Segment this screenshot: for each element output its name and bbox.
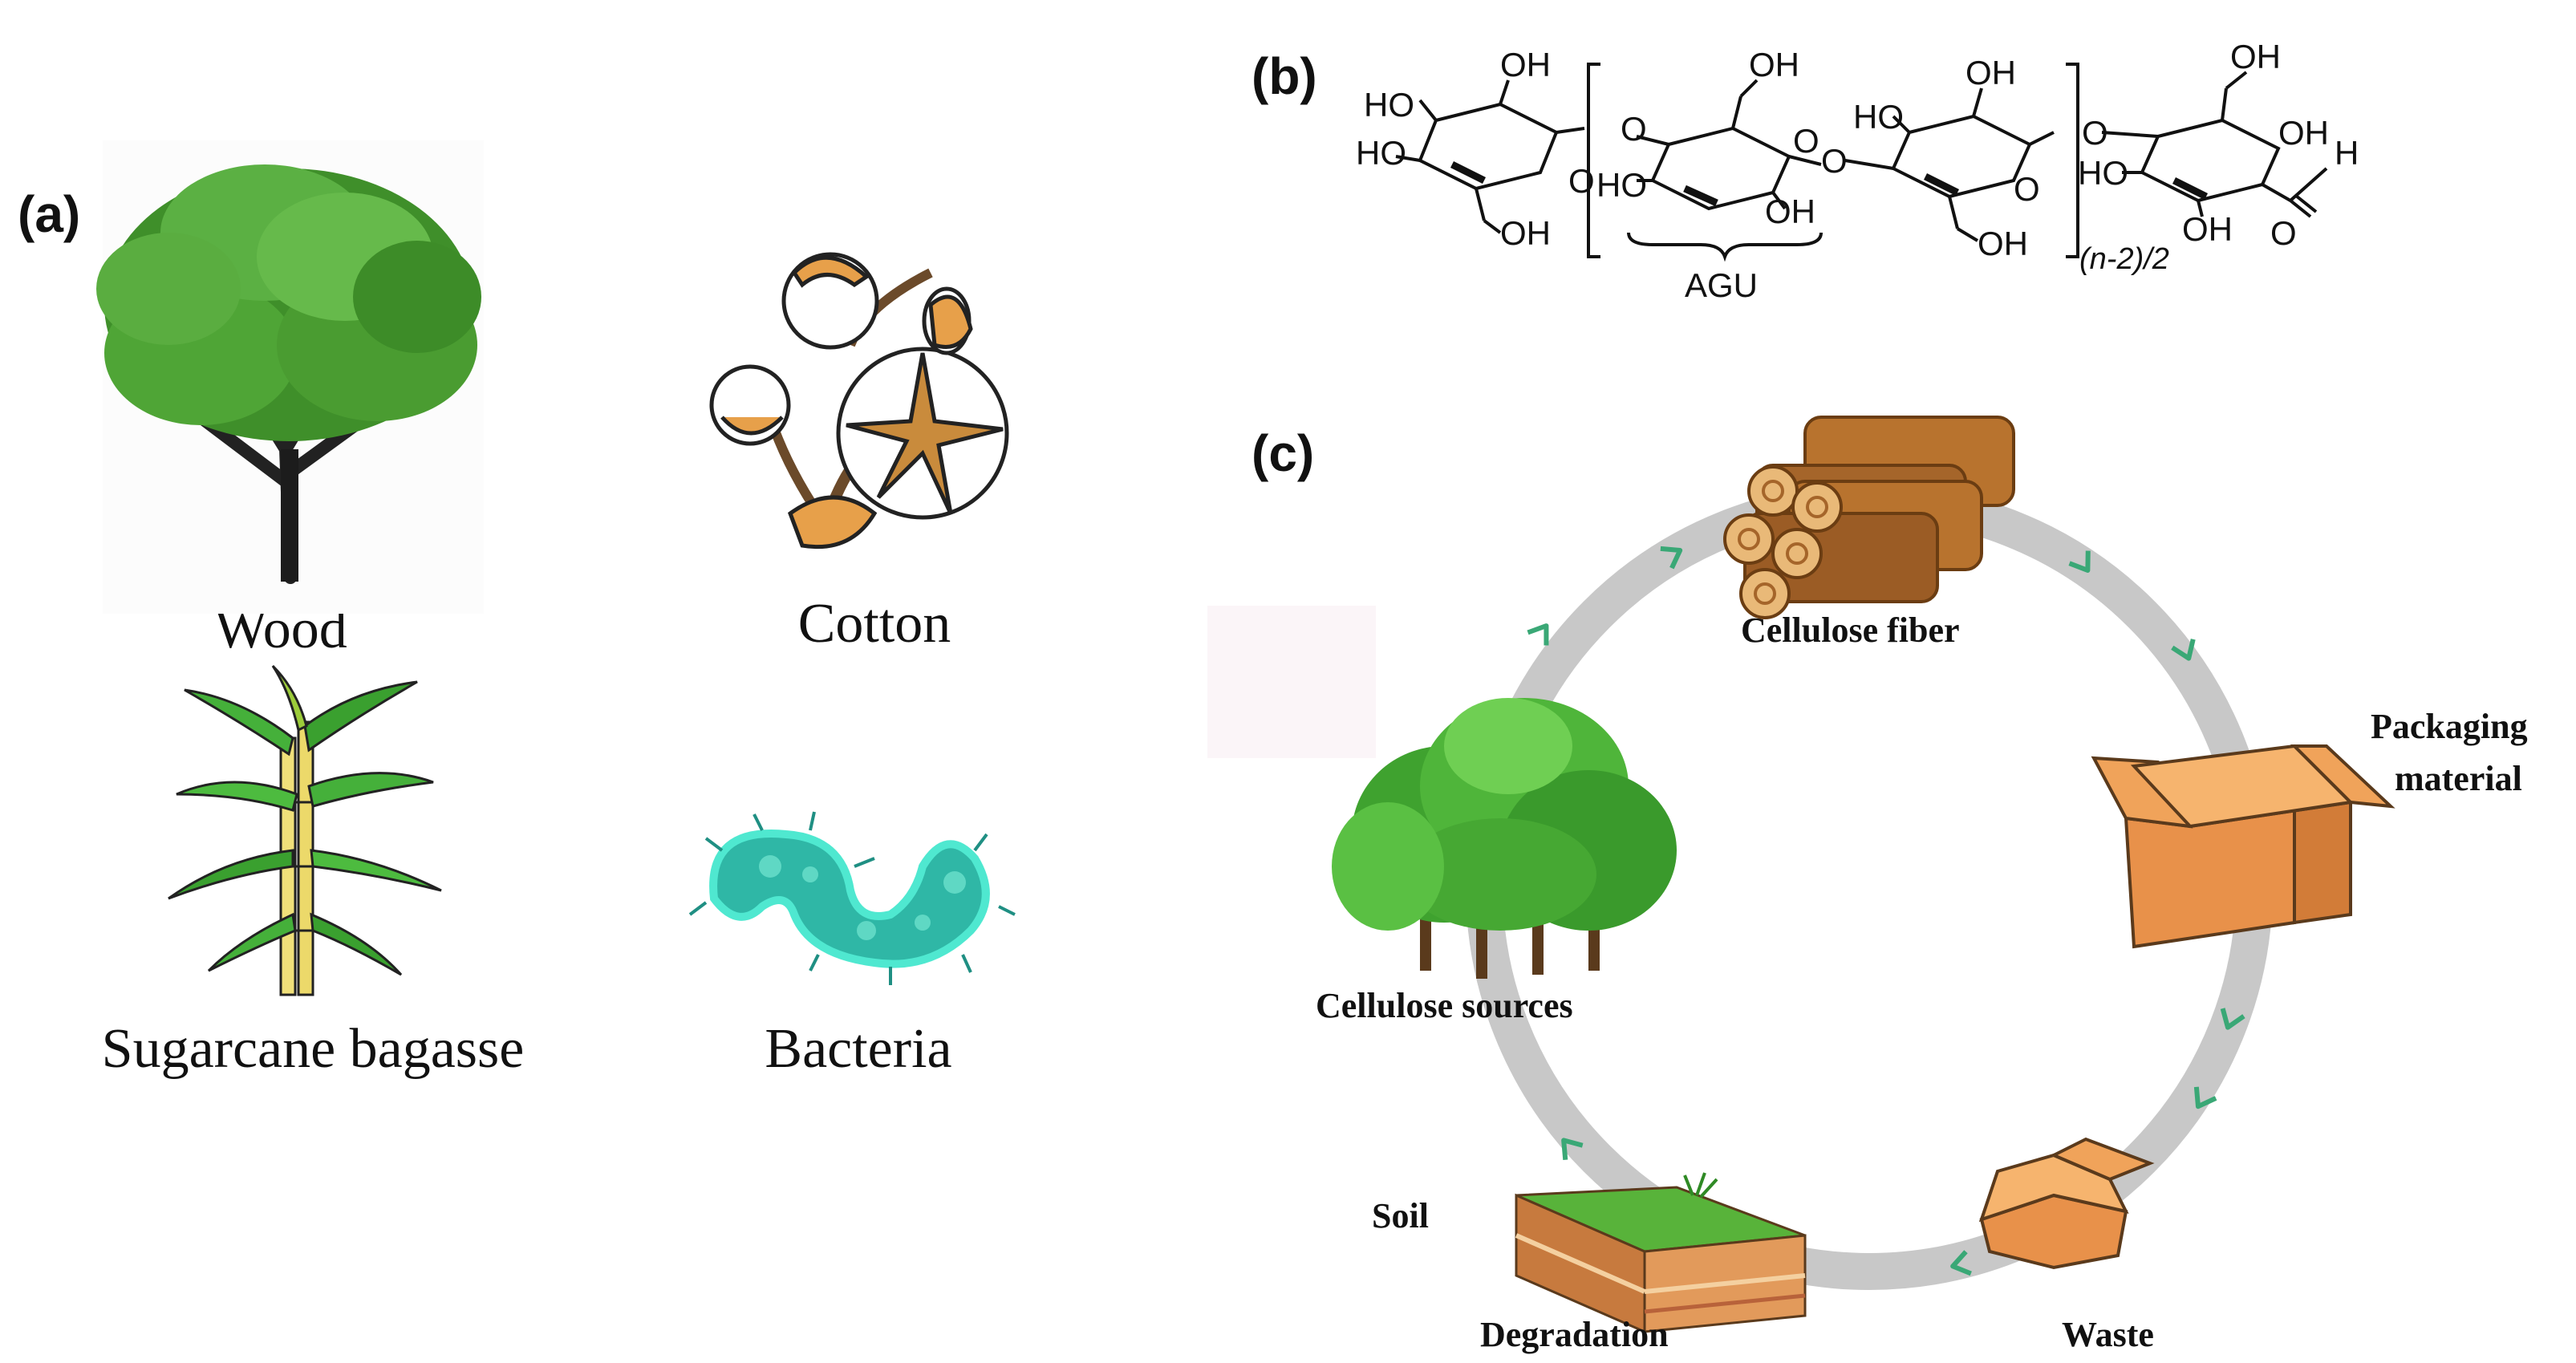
trees-icon bbox=[1332, 698, 1677, 979]
chevron-icon bbox=[2193, 1086, 2217, 1109]
stage-label-soil: Soil bbox=[1372, 1196, 1429, 1235]
source-label-bacteria: Bacteria bbox=[765, 1018, 952, 1080]
ring-oxygen: O bbox=[1793, 122, 1819, 160]
chevron-icon bbox=[2220, 1008, 2245, 1030]
source-label-cotton: Cotton bbox=[797, 593, 951, 655]
panel-b-label: (b) bbox=[1251, 47, 1317, 105]
group-oh: OH bbox=[1749, 46, 1799, 83]
chevron-icon bbox=[2068, 550, 2091, 573]
soil-block-icon bbox=[1515, 1172, 1807, 1334]
stage-label-cellulose-sources: Cellulose sources bbox=[1316, 986, 1573, 1025]
bacteria-icon bbox=[688, 811, 1016, 985]
aldehyde-hydrogen: H bbox=[2335, 134, 2359, 172]
group-ho: HO bbox=[1596, 166, 1647, 204]
chevron-icon bbox=[1950, 1250, 1972, 1276]
panel-c-label: (c) bbox=[1251, 424, 1315, 482]
tree-icon bbox=[96, 140, 484, 614]
group-oh: OH bbox=[1500, 214, 1551, 252]
background-patch bbox=[1207, 606, 1376, 758]
bridge-oxygen: O bbox=[1621, 110, 1647, 148]
log-stack-icon bbox=[1723, 416, 2015, 619]
group-oh: OH bbox=[2230, 38, 2281, 75]
stage-label-waste: Waste bbox=[2062, 1315, 2154, 1354]
chevron-icon bbox=[2171, 639, 2196, 661]
group-ho: HO bbox=[1853, 98, 1904, 136]
group-oh: OH bbox=[1965, 54, 2016, 91]
chevron-icon bbox=[1561, 1138, 1584, 1160]
sugarcane-icon bbox=[168, 664, 442, 996]
crushed-box-icon bbox=[1978, 1137, 2155, 1270]
group-oh: OH bbox=[1978, 225, 2028, 262]
bridge-oxygen: O bbox=[1821, 142, 1848, 180]
group-oh: OH bbox=[2182, 210, 2233, 248]
stage-label-cellulose-fiber: Cellulose fiber bbox=[1741, 611, 1960, 650]
cardboard-box-icon bbox=[2091, 744, 2395, 949]
ring-oxygen: O bbox=[2014, 170, 2040, 208]
stage-label-material: material bbox=[2395, 759, 2522, 798]
structure-labels: HO HO OH OH O O OH HO OH O O HO OH OH O … bbox=[1356, 38, 2359, 304]
aldehyde-oxygen: O bbox=[2270, 214, 2297, 252]
panel-a-label: (a) bbox=[18, 185, 81, 243]
group-ho: HO bbox=[1364, 86, 1414, 124]
group-ho: HO bbox=[1356, 134, 1406, 172]
source-label-sugarcane-bagasse: Sugarcane bagasse bbox=[101, 1018, 525, 1080]
group-oh: OH bbox=[2278, 114, 2329, 152]
chevron-icon bbox=[1660, 546, 1683, 570]
agu-label: AGU bbox=[1685, 266, 1758, 304]
stage-label-packaging: Packaging bbox=[2371, 707, 2528, 746]
group-oh: OH bbox=[1500, 46, 1551, 83]
cotton-icon bbox=[709, 252, 1009, 550]
group-ho: HO bbox=[2078, 154, 2128, 192]
chevron-icon bbox=[1527, 623, 1549, 646]
ring-oxygen: O bbox=[1568, 162, 1595, 200]
repeat-subscript: (n-2)/2 bbox=[2079, 242, 2169, 276]
structure-bonds bbox=[1395, 63, 2328, 262]
bridge-oxygen: O bbox=[2082, 114, 2108, 152]
stage-label-degradation: Degradation bbox=[1480, 1315, 1669, 1354]
group-oh: OH bbox=[1765, 193, 1815, 230]
